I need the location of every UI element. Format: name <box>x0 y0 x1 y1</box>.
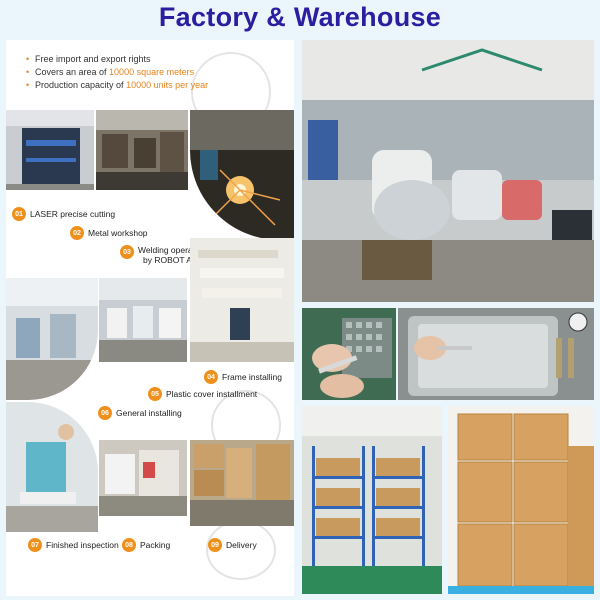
finished-inspection-photo <box>6 402 98 532</box>
handpiece-inspection-photo <box>302 308 396 400</box>
fact-item: Covers an area of 10000 square meters <box>26 66 208 79</box>
warehouse-shelves-photo <box>302 406 442 594</box>
assembly-workshop-photo <box>302 40 594 302</box>
delivery-photo <box>190 440 294 526</box>
stainless-tank-photo <box>398 308 594 400</box>
general-installing-photo <box>6 278 98 400</box>
fact-item: Free import and export rights <box>26 53 208 66</box>
page-title: Factory & Warehouse <box>158 2 442 32</box>
packed-cartons-photo <box>448 406 594 594</box>
frame-installing-photo <box>190 238 294 362</box>
fact-item: Production capacity of 10000 units per y… <box>26 79 208 92</box>
packing-photo <box>99 440 187 516</box>
metal-workshop-photo <box>96 110 188 190</box>
laser-cutting-photo <box>6 110 94 190</box>
factory-facts-list: Free import and export rights Covers an … <box>26 53 208 92</box>
welding-robot-photo <box>190 110 294 240</box>
production-process-panel: Free import and export rights Covers an … <box>6 40 294 596</box>
plastic-cover-photo <box>99 278 187 362</box>
